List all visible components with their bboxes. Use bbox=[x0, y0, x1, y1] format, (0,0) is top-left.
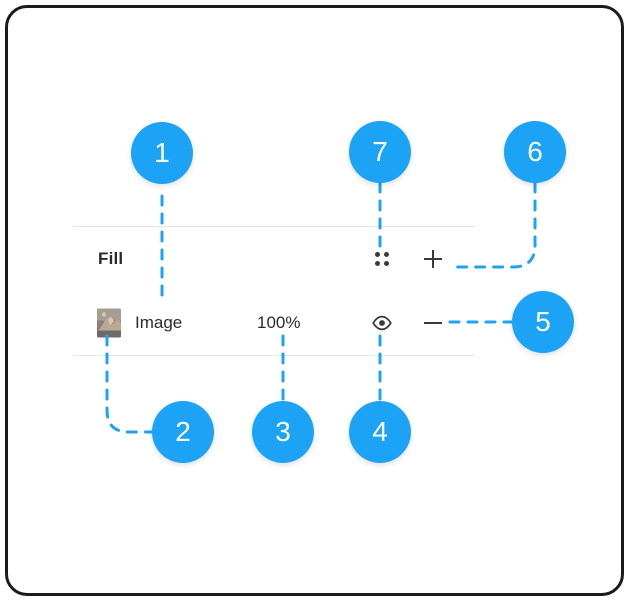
remove-minus-icon[interactable] bbox=[420, 310, 446, 336]
page-title: Fill bbox=[98, 249, 124, 268]
callout-badge-3[interactable]: 3 bbox=[252, 401, 314, 463]
callout-badge-6[interactable]: 6 bbox=[504, 121, 566, 183]
callout-badge-5[interactable]: 5 bbox=[512, 291, 574, 353]
panel-divider-top bbox=[73, 226, 475, 227]
fill-layer-name: Image bbox=[135, 313, 183, 332]
opacity-value[interactable]: 100% bbox=[257, 313, 301, 332]
visibility-eye-icon[interactable] bbox=[369, 310, 395, 336]
drag-handle-dots-icon[interactable] bbox=[369, 246, 395, 272]
fill-layer-row[interactable]: Image 100% bbox=[73, 291, 475, 355]
fill-panel: Fill bbox=[73, 226, 475, 356]
add-plus-icon[interactable] bbox=[420, 246, 446, 272]
callout-badge-4[interactable]: 4 bbox=[349, 401, 411, 463]
panel-divider-bottom bbox=[73, 355, 475, 356]
callout-badge-2[interactable]: 2 bbox=[152, 401, 214, 463]
callout-badge-1[interactable]: 1 bbox=[131, 122, 193, 184]
fill-panel-header: Fill bbox=[73, 227, 475, 291]
image-thumbnail[interactable] bbox=[97, 308, 121, 338]
callout-badge-7[interactable]: 7 bbox=[349, 121, 411, 183]
drag-handle-dots-glyph bbox=[375, 252, 389, 266]
